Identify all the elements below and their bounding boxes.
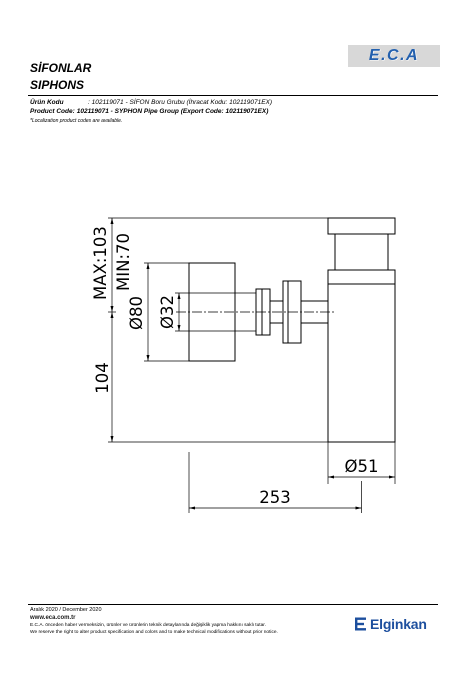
- rosette-body: [188, 262, 236, 362]
- dimension-label-min-height: MIN:70: [114, 233, 133, 291]
- dimension-label-trap-diameter: Ø51: [345, 457, 379, 476]
- product-code-en-value: 102119071 - SYPHON Pipe Group (Export Co…: [76, 108, 269, 115]
- header-divider: [28, 95, 438, 96]
- trap-top-cap: [327, 217, 396, 235]
- dimension-label-rosette-diameter: Ø80: [127, 296, 146, 330]
- elginkan-logo: Elginkan: [355, 616, 427, 632]
- pipe-nut-large: [282, 280, 302, 344]
- logo-mark-bar: [355, 617, 366, 620]
- elginkan-e-mark-icon: [355, 617, 366, 631]
- dimension-trap-diameter: [328, 475, 395, 479]
- arrowhead: [110, 218, 114, 224]
- product-code-tr-label: Ürün Kodu: [30, 99, 64, 106]
- dimension-wall-distance: [189, 506, 362, 510]
- arrowhead: [389, 475, 395, 479]
- product-code-en-label: Product Code:: [30, 108, 75, 115]
- arrowhead: [189, 506, 195, 510]
- dimension-label-lower-height: 104: [93, 362, 112, 394]
- product-code-tr: Ürün Kodu : 102119071 - SİFON Boru Grubu …: [30, 99, 272, 107]
- wall-rosette: [188, 262, 236, 362]
- page-title-tr: SİFONLAR: [30, 61, 92, 75]
- dimension-height-upper: [110, 218, 114, 312]
- arrowhead: [110, 306, 114, 312]
- product-code-tr-value: : 102119071 - SİFON Boru Grubu (İhracat …: [88, 99, 273, 106]
- footer-website-link[interactable]: www.eca.com.tr: [30, 615, 76, 621]
- footer-disclaimer-tr: E.C.A. önceden haber vermeksizin, ürünle…: [30, 623, 266, 628]
- footer-divider: [28, 604, 438, 605]
- nut-large-body: [282, 280, 302, 344]
- trap-body: [327, 283, 396, 443]
- dimension-pipe-diameter: [177, 293, 181, 331]
- arrowhead: [177, 325, 181, 331]
- dimension-label-pipe-diameter: Ø32: [158, 295, 177, 329]
- pipe-segment-outlet: [301, 300, 328, 324]
- arrowhead: [328, 475, 334, 479]
- product-code-en: Product Code:102119071 - SYPHON Pipe Gro…: [30, 108, 268, 116]
- pipe-segment-middle: [270, 300, 283, 324]
- dimension-height-lower: [110, 312, 114, 442]
- trap-neck: [334, 233, 389, 271]
- trap-collar: [327, 269, 396, 285]
- pipe-nut-small: [255, 288, 271, 336]
- dimension-rosette-diameter: [146, 263, 150, 361]
- arrowhead: [146, 263, 150, 269]
- arrowhead: [146, 355, 150, 361]
- nut-small-body: [255, 288, 271, 336]
- logo-mark-bar: [355, 628, 366, 631]
- page-title-en: SIPHONS: [30, 78, 85, 92]
- eca-logo: E.C.A: [348, 45, 440, 67]
- dimension-label-max-height: MAX:103: [91, 226, 110, 300]
- localization-note: *Localization product codes are availabl…: [30, 118, 123, 124]
- dimension-label-wall-distance: 253: [259, 488, 291, 507]
- footer-disclaimer-en: We reserve the right to alter product sp…: [30, 630, 278, 635]
- bottle-trap: [327, 217, 396, 443]
- technical-drawing: MAX:103 MIN:70 104 Ø80 Ø32 Ø51 253: [91, 217, 396, 513]
- arrowhead: [355, 506, 362, 510]
- logo-mark-bar: [355, 622, 364, 626]
- elginkan-logo-text: Elginkan: [370, 616, 427, 632]
- arrowhead: [177, 293, 181, 299]
- footer-date: Aralık 2020 / December 2020: [30, 607, 102, 613]
- arrowhead: [110, 312, 114, 318]
- arrowhead: [110, 436, 114, 442]
